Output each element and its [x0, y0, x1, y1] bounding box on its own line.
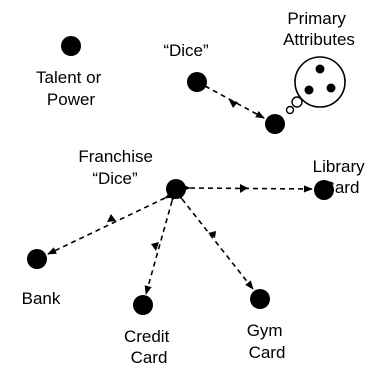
- mid-arrow-gym: [208, 231, 216, 238]
- node-franchise: [166, 179, 186, 199]
- label-line: Credit: [124, 327, 170, 346]
- label-gym: Gym Card: [247, 321, 288, 362]
- label-line: Primary: [287, 9, 346, 28]
- mid-arrow-bank: [107, 214, 116, 222]
- label-line: “Dice”: [163, 41, 209, 60]
- node-primary-link: [265, 114, 285, 134]
- label-bank: Bank: [22, 289, 61, 308]
- label-line: “Dice”: [92, 169, 138, 188]
- label-line: Library: [313, 157, 365, 176]
- node-library: [314, 180, 334, 200]
- node-gym: [250, 289, 270, 309]
- edge-franchise-gym: [174, 190, 254, 290]
- label-library: Library Card: [313, 157, 370, 197]
- callout-tail-medium: [291, 96, 303, 108]
- label-franchise: Franchise “Dice”: [78, 147, 157, 188]
- callout-tail-small: [285, 105, 295, 115]
- die-pip: [315, 64, 325, 74]
- label-line: Gym: [247, 321, 283, 340]
- three-dot-die-bubble-icon: [285, 56, 346, 115]
- node-bank: [27, 249, 47, 269]
- label-dice: “Dice”: [163, 41, 209, 60]
- edge-franchise-library: [181, 184, 313, 193]
- label-talent: Talent or Power: [36, 68, 106, 109]
- label-line: Bank: [22, 289, 61, 308]
- die-pip: [304, 85, 314, 95]
- label-credit: Credit Card: [124, 327, 174, 367]
- label-line: Attributes: [283, 30, 355, 49]
- label-line: Card: [131, 348, 168, 367]
- label-primary: Primary Attributes: [283, 9, 355, 49]
- node-talent: [61, 36, 81, 56]
- label-line: Power: [47, 90, 96, 109]
- mid-arrow-credit: [151, 242, 159, 251]
- nodes: [27, 36, 334, 315]
- mid-arrowheads: [107, 100, 248, 251]
- node-dice: [187, 72, 207, 92]
- mid-arrow-dice-primary: [229, 100, 238, 108]
- die-pip: [326, 83, 336, 93]
- edge-dice-primary: [196, 78, 265, 119]
- label-line: Card: [249, 343, 286, 362]
- edge-franchise-credit: [144, 192, 178, 295]
- edge-franchise-bank: [47, 191, 174, 255]
- label-line: Talent or: [36, 68, 102, 87]
- callout-bubble: [294, 56, 346, 108]
- edges: [47, 78, 313, 295]
- label-line: Franchise: [78, 147, 153, 166]
- mid-arrow-library: [240, 184, 248, 193]
- node-credit: [133, 295, 153, 315]
- label-line: Card: [323, 178, 360, 197]
